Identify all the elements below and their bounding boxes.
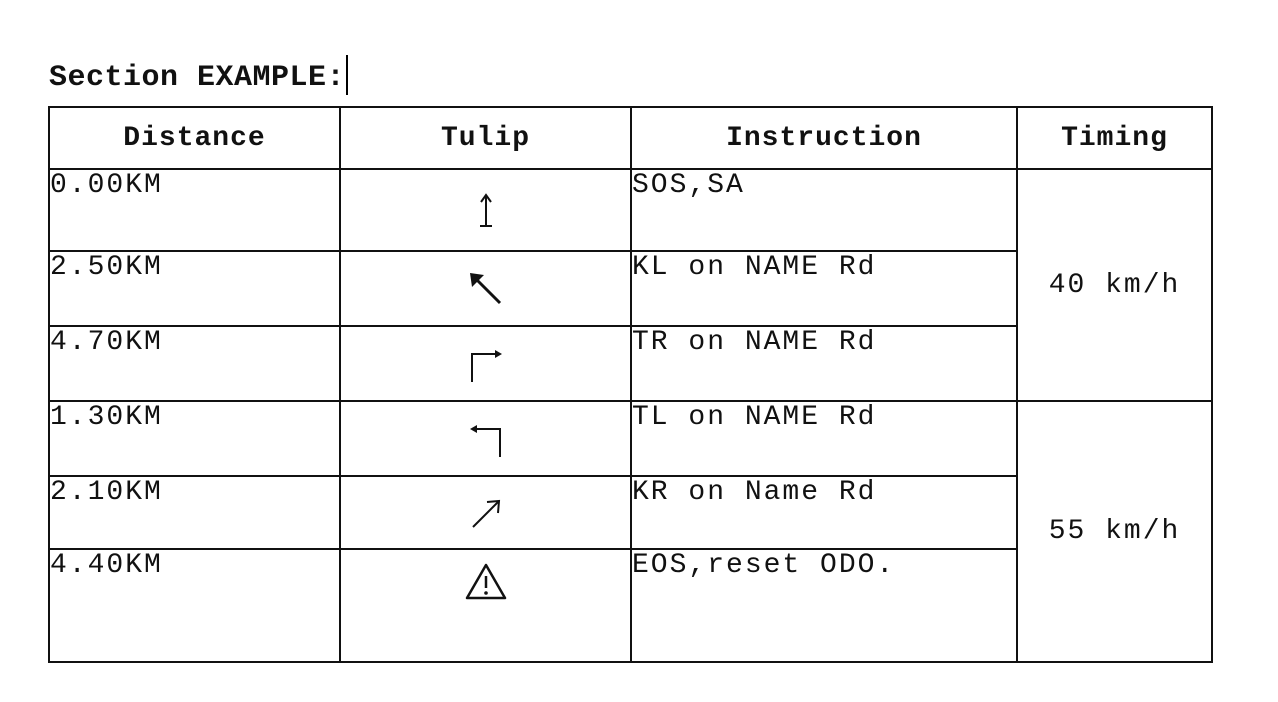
warning-triangle-icon — [465, 563, 506, 600]
distance-cell: 2.10KM — [48, 475, 341, 550]
header-tulip: Tulip — [339, 106, 632, 170]
distance-cell: 4.70KM — [48, 325, 341, 402]
table-row: 0.00KM SOS,SA 40 km/h — [48, 168, 1213, 402]
tulip-cell — [339, 400, 632, 477]
turn-right-arrow-icon — [470, 349, 502, 382]
tulip-cell — [339, 548, 632, 663]
distance-cell: 1.30KM — [48, 400, 341, 477]
timing-cell: 55 km/h — [1016, 400, 1213, 663]
distance-cell: 2.50KM — [48, 250, 341, 327]
section-title-text: Section EXAMPLE: — [49, 61, 346, 95]
keep-left-arrow-icon — [469, 272, 501, 304]
roadbook-table: Distance Tulip Instruction Timing 0.00KM… — [48, 106, 1213, 663]
instruction-cell: TR on NAME Rd — [630, 325, 1018, 402]
instruction-cell: TL on NAME Rd — [630, 400, 1018, 477]
header-row: Distance Tulip Instruction Timing — [48, 106, 1213, 170]
table-row: 4.70KM TR on NAME Rd — [48, 325, 1212, 402]
table-row: 2.50KM KL on NAME Rd — [48, 250, 1212, 327]
tulip-cell — [339, 250, 632, 327]
header-instruction: Instruction — [630, 106, 1018, 170]
distance-cell: 0.00KM — [48, 168, 341, 252]
table-row: 4.40KM EOS,reset ODO. — [48, 548, 1212, 663]
header-distance: Distance — [48, 106, 341, 170]
straight-up-arrow-icon — [479, 193, 492, 227]
tulip-cell — [339, 475, 632, 550]
table-row: 1.30KM TL on NAME Rd 55 km/h — [48, 400, 1213, 663]
instruction-cell: EOS,reset ODO. — [630, 548, 1018, 663]
instruction-cell: KR on Name Rd — [630, 475, 1018, 550]
section-heading: Section EXAMPLE: — [49, 55, 349, 98]
table-row: 2.10KM KR on Name Rd — [48, 475, 1212, 550]
header-timing: Timing — [1016, 106, 1213, 170]
distance-cell: 4.40KM — [48, 548, 341, 663]
turn-left-arrow-icon — [469, 424, 501, 457]
keep-right-arrow-icon — [471, 499, 500, 528]
instruction-cell: SOS,SA — [630, 168, 1018, 252]
timing-cell: 40 km/h — [1016, 168, 1213, 402]
instruction-cell: KL on NAME Rd — [630, 250, 1018, 327]
text-cursor — [346, 55, 349, 95]
tulip-cell — [339, 325, 632, 402]
tulip-cell — [339, 168, 632, 252]
